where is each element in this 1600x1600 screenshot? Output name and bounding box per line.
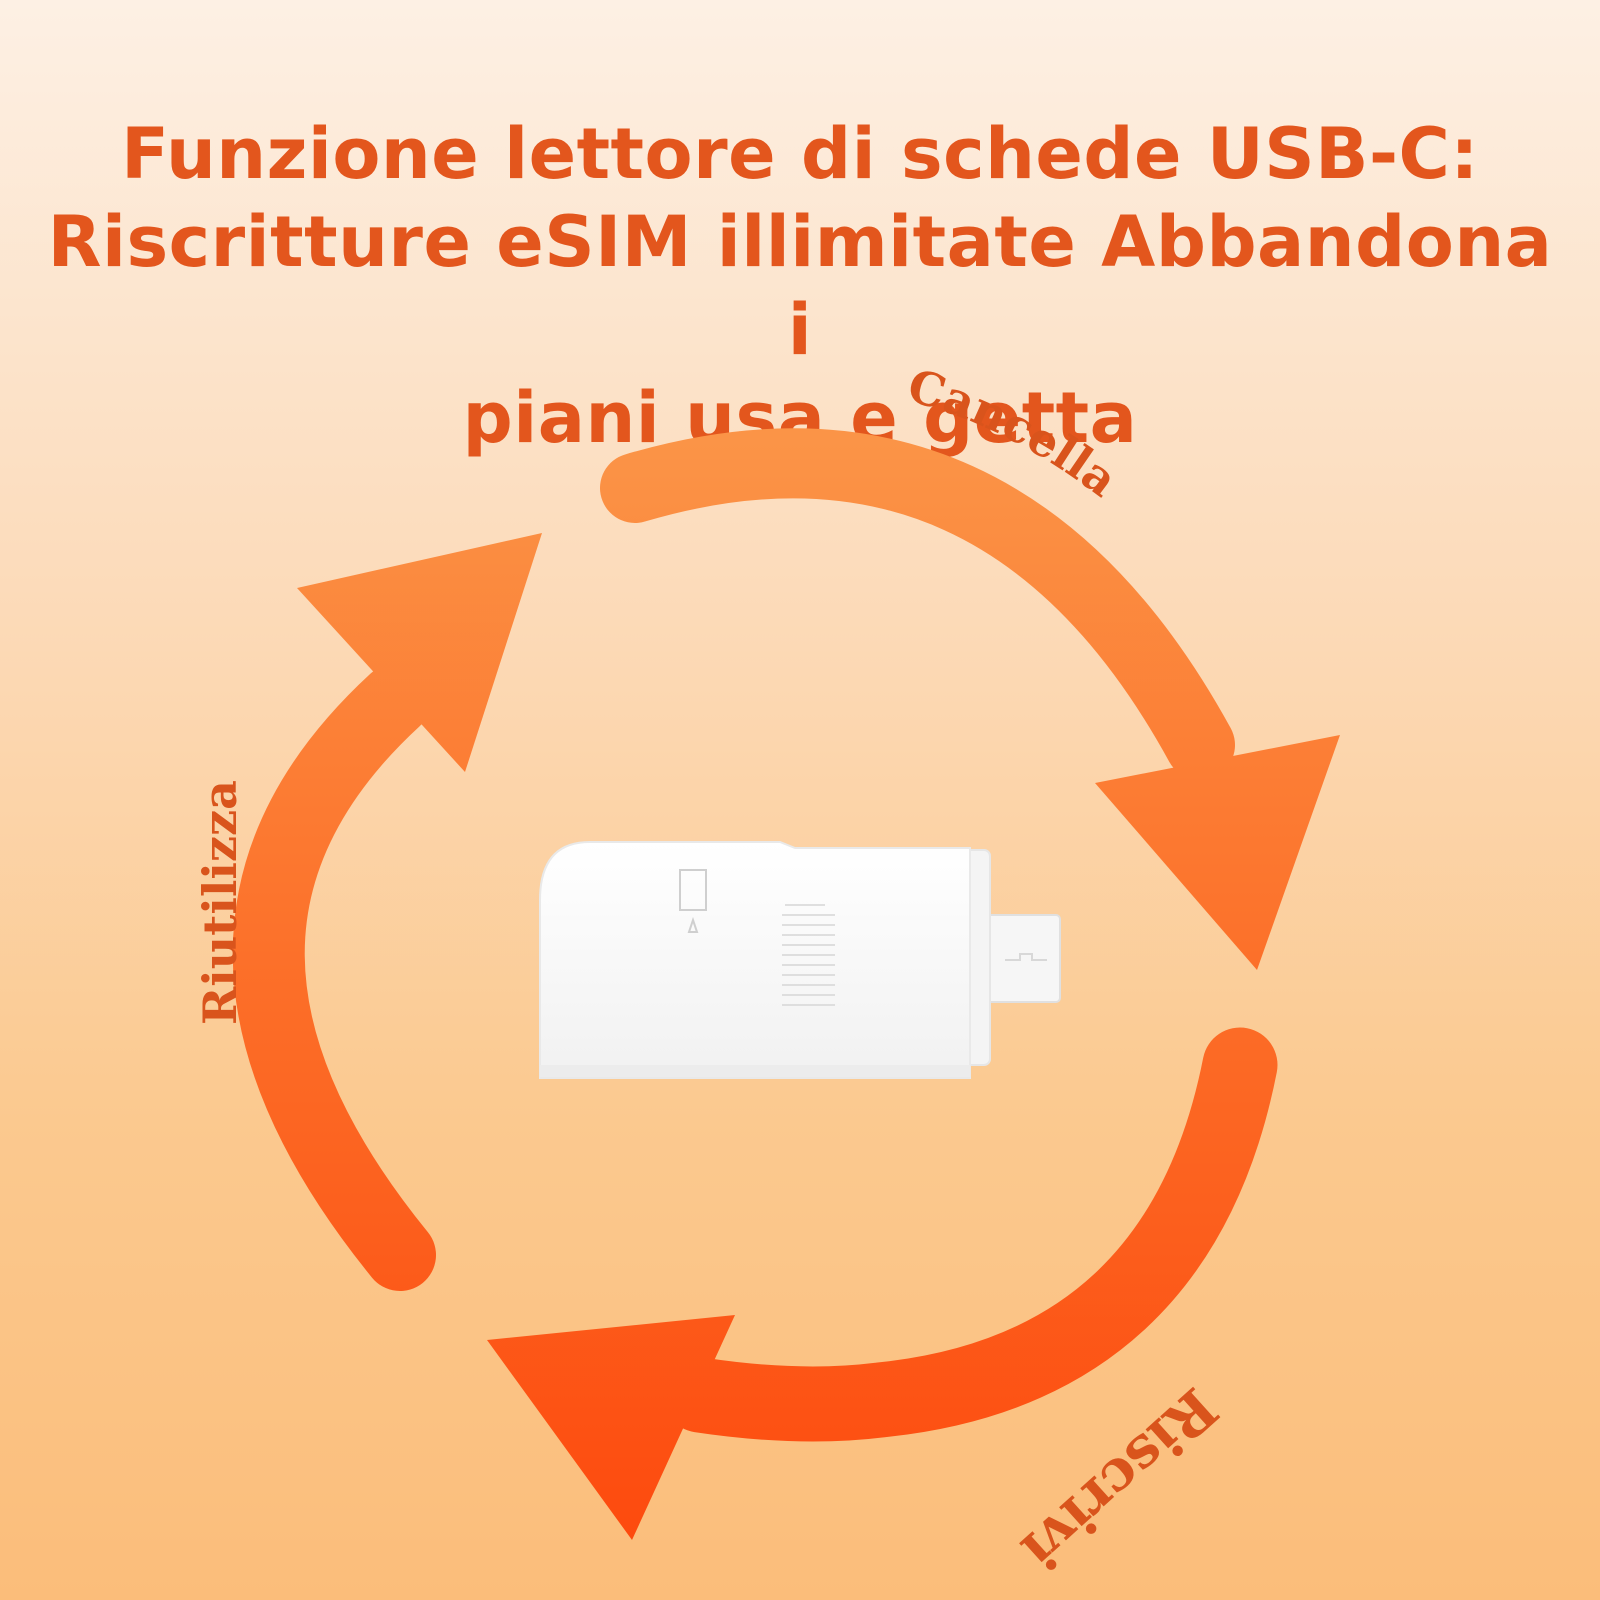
title-line-2: Riscritture eSIM illimitate Abbandona i (47, 201, 1553, 371)
arrowhead-bottom (487, 1315, 735, 1540)
label-riscrivi: Riscrivi (1009, 1375, 1230, 1583)
grip-ridges (782, 904, 835, 1006)
usb-c-port-mark (1005, 953, 1047, 961)
arrow-arc-left (232, 664, 436, 1291)
device-body (539, 841, 971, 1079)
title-line-1: Funzione lettore di schede USB-C: (121, 113, 1479, 195)
sd-card-icon (679, 869, 707, 933)
label-riutilizza: Riutilizza (193, 780, 247, 1025)
arrowhead-left (297, 533, 542, 772)
arrow-arc-bottom (662, 1027, 1278, 1442)
usb-c-card-reader (539, 841, 1061, 1079)
page-title: Funzione lettore di schede USB-C: Riscri… (40, 110, 1560, 462)
usb-c-plug (984, 914, 1061, 1003)
device-bottom-edge (540, 1065, 970, 1077)
arrow-arc-top (600, 428, 1235, 780)
arrowhead-top (1095, 735, 1340, 970)
